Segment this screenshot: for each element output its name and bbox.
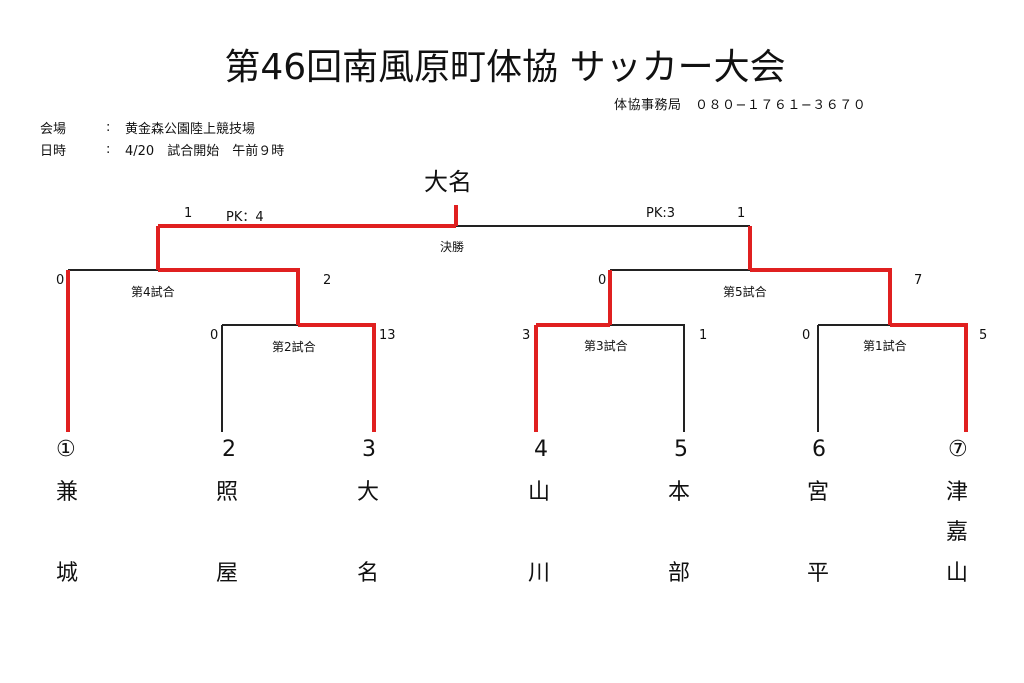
team-seed: ⑦ xyxy=(948,437,968,462)
team-name-char: 津 xyxy=(946,480,969,505)
final-left-line xyxy=(156,224,456,270)
team-name-char: 嘉 xyxy=(946,520,969,545)
team-seed: 2 xyxy=(222,437,236,462)
team-name-char: 兼 xyxy=(56,480,79,505)
score-final-right-pk: PK:3 xyxy=(646,206,676,221)
m1-left-line xyxy=(817,324,890,432)
m1-right-line xyxy=(890,323,968,432)
team-name-char: 平 xyxy=(807,561,830,586)
match-2-label: 第2試合 xyxy=(272,340,316,354)
venue-label: 会場 xyxy=(40,122,67,137)
team-seed: ① xyxy=(56,437,76,462)
team-name-char: 川 xyxy=(528,561,551,586)
date-value: 4/20 試合開始 午前９時 xyxy=(125,144,285,159)
team-name-char: 城 xyxy=(56,561,79,586)
m4-right-line xyxy=(66,268,300,432)
score-m3-left: 3 xyxy=(522,328,531,343)
team-name-char: 本 xyxy=(668,480,691,505)
team-name-char: 大 xyxy=(357,480,380,505)
team-seed: 3 xyxy=(362,437,376,462)
score-m5-right: 7 xyxy=(914,273,923,288)
loser-lines xyxy=(68,225,890,432)
venue-value: 黄金森公園陸上競技場 xyxy=(125,122,256,137)
score-m1-left: 0 xyxy=(802,328,811,343)
winner-lines xyxy=(66,205,968,432)
score-final-left: 1 xyxy=(184,206,193,221)
contact-number: 体協事務局 ０８０−１７６１−３６７０ xyxy=(614,98,867,113)
score-m2-right: 13 xyxy=(379,328,396,343)
score-m2-left: 0 xyxy=(210,328,219,343)
m2-left-line xyxy=(221,324,298,432)
match-3-label: 第3試合 xyxy=(584,339,628,353)
m3-right-line xyxy=(610,324,685,432)
score-m3-right: 1 xyxy=(699,328,708,343)
team-seed: 5 xyxy=(674,437,688,462)
team-name-char: 宮 xyxy=(807,480,830,505)
match-final-label: 決勝 xyxy=(440,240,465,254)
match-4-label: 第4試合 xyxy=(131,285,175,299)
score-m5-left: 0 xyxy=(598,273,607,288)
score-m4-left: 0 xyxy=(56,273,65,288)
match-1-label: 第1試合 xyxy=(863,339,907,353)
champion-name: 大名 xyxy=(424,168,472,196)
score-final-left-pk: PK：4 xyxy=(226,210,264,225)
match-5-label: 第5試合 xyxy=(723,285,767,299)
date-colon: : xyxy=(106,142,111,157)
team-name-char: 名 xyxy=(357,561,380,586)
team-seed: 6 xyxy=(812,437,826,462)
score-m4-right: 2 xyxy=(323,273,332,288)
team-name-char: 山 xyxy=(946,561,969,586)
score-final-right: 1 xyxy=(737,206,746,221)
team-name-char: 屋 xyxy=(216,561,239,586)
score-m1-right: 5 xyxy=(979,328,988,343)
date-label: 日時 xyxy=(40,144,67,159)
team-name-char: 部 xyxy=(668,561,691,586)
m5-right-line xyxy=(608,268,892,325)
m3-left-line xyxy=(534,323,610,432)
team-name-char: 山 xyxy=(528,480,551,505)
m2-right-line xyxy=(298,323,376,432)
page-title: 第46回南風原町体協 サッカー大会 xyxy=(224,47,786,88)
team-seed: 4 xyxy=(534,437,548,462)
team-name-char: 照 xyxy=(216,480,239,505)
venue-colon: : xyxy=(106,120,111,135)
